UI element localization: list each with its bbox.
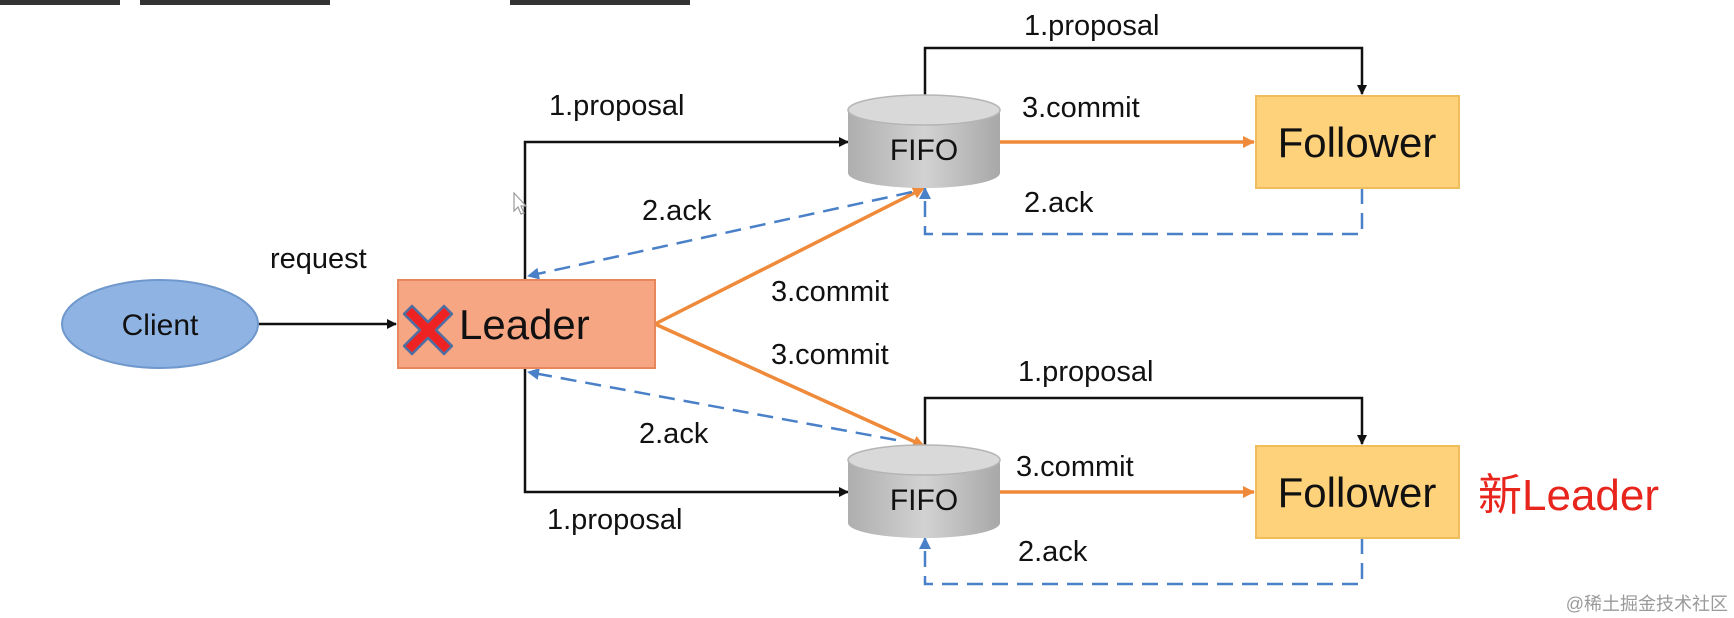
commit-edge-leader-bottom — [654, 322, 925, 448]
fifo-bottom-label: FIFO — [890, 484, 958, 517]
commit-label-leader-bottom: 3.commit — [771, 339, 889, 371]
proposal-label-fifo-bottom: 1.proposal — [1018, 356, 1153, 388]
proposal-label-fifo-top: 1.proposal — [1024, 10, 1159, 42]
watermark: @稀土掘金技术社区 — [1566, 594, 1728, 614]
proposal-edge-fifo-top — [923, 46, 1367, 100]
cropped-header — [0, 0, 690, 5]
commit-label-leader-top: 3.commit — [771, 276, 889, 308]
client-label: Client — [122, 309, 199, 342]
failure-x-icon — [402, 304, 454, 356]
new-leader-label: 新Leader — [1478, 471, 1659, 520]
ack-label-follower-top: 2.ack — [1024, 187, 1094, 219]
follower-bottom-label: Follower — [1278, 469, 1437, 516]
proposal-edge-leader-bottom — [523, 368, 849, 497]
ack-label-top-leader: 2.ack — [642, 195, 712, 227]
ack-edge-follower-top — [919, 187, 1364, 236]
follower-top-label: Follower — [1278, 119, 1437, 166]
follower-node-bottom: Follower — [1255, 445, 1460, 539]
fifo-top-label: FIFO — [890, 134, 958, 167]
mouse-cursor-icon — [513, 191, 528, 215]
fifo-queue-top: FIFO — [847, 94, 1001, 188]
proposal-edge-leader-top — [523, 137, 849, 280]
ack-edge-top-to-leader — [527, 190, 913, 280]
ack-label-bottom-leader: 2.ack — [639, 418, 709, 450]
fifo-queue-bottom: FIFO — [847, 444, 1001, 538]
proposal-label-leader-top: 1.proposal — [549, 90, 684, 122]
commit-label-fifo-top: 3.commit — [1022, 92, 1140, 124]
proposal-edge-fifo-bottom — [923, 396, 1367, 450]
ack-edge-bottom-to-leader — [527, 368, 897, 442]
ack-label-follower-bottom: 2.ack — [1018, 536, 1088, 568]
proposal-label-leader-bottom: 1.proposal — [547, 504, 682, 536]
leader-label: Leader — [459, 301, 590, 348]
follower-node-top: Follower — [1255, 95, 1460, 189]
leader-node: Leader — [397, 279, 656, 369]
ack-edge-follower-bottom — [919, 537, 1364, 586]
request-label: request — [270, 243, 367, 275]
commit-edge-leader-top — [654, 186, 925, 326]
client-node: Client — [61, 279, 259, 369]
commit-label-fifo-bottom: 3.commit — [1016, 451, 1134, 483]
